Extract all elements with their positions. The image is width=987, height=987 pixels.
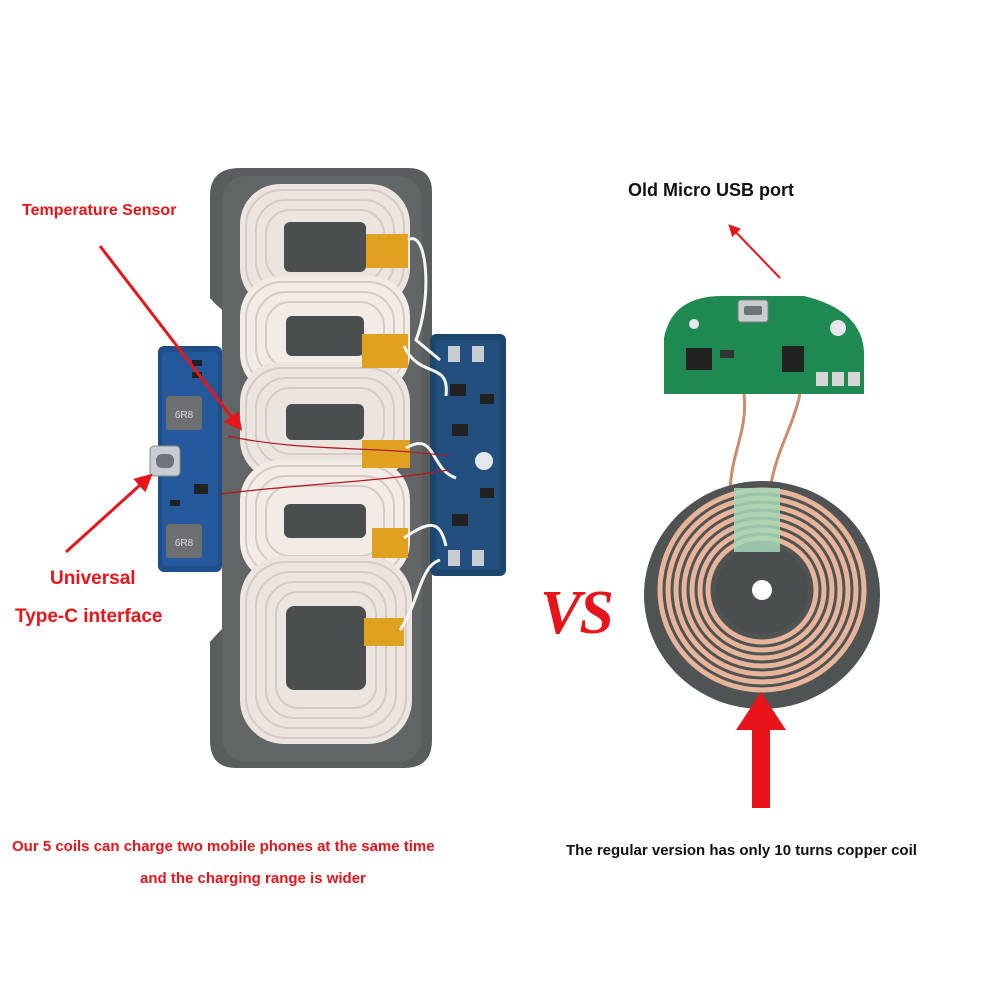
temperature-sensor-arrow bbox=[98, 245, 243, 431]
type-c-arrow bbox=[64, 473, 153, 554]
five-coil-caption-line-1: Our 5 coils can charge two mobile phones… bbox=[12, 838, 435, 855]
coil-5 bbox=[240, 556, 412, 744]
five-coil-module: 6R8 6R8 bbox=[149, 168, 506, 768]
coil-leads bbox=[398, 237, 457, 631]
old-micro-usb-label: Old Micro USB port bbox=[628, 180, 794, 200]
vs-label: VS bbox=[540, 579, 614, 647]
inductor-mark-bottom: 6R8 bbox=[175, 538, 194, 549]
regular-coil-caption: The regular version has only 10 turns co… bbox=[566, 842, 917, 859]
type-c-interface-label: Type-C interface bbox=[15, 606, 163, 627]
micro-usb-pcb bbox=[664, 296, 864, 394]
universal-label: Universal bbox=[50, 568, 136, 589]
regular-coil-module bbox=[644, 296, 880, 709]
inductor-mark-top: 6R8 bbox=[175, 410, 194, 421]
coil-tape bbox=[734, 488, 780, 552]
type-c-pcb: 6R8 6R8 bbox=[149, 346, 222, 572]
kapton-tape bbox=[362, 234, 410, 646]
driver-pcb bbox=[430, 334, 506, 576]
micro-usb-arrow bbox=[728, 224, 781, 279]
temperature-sensor-label: Temperature Sensor bbox=[22, 202, 177, 219]
five-coil-caption-line-2: and the charging range is wider bbox=[140, 870, 366, 887]
temperature-sensor-wires bbox=[219, 435, 449, 495]
coil-up-arrow bbox=[736, 692, 786, 808]
inductor-bottom bbox=[166, 524, 202, 558]
inductor-top bbox=[166, 396, 202, 430]
coil-stack bbox=[240, 184, 412, 744]
